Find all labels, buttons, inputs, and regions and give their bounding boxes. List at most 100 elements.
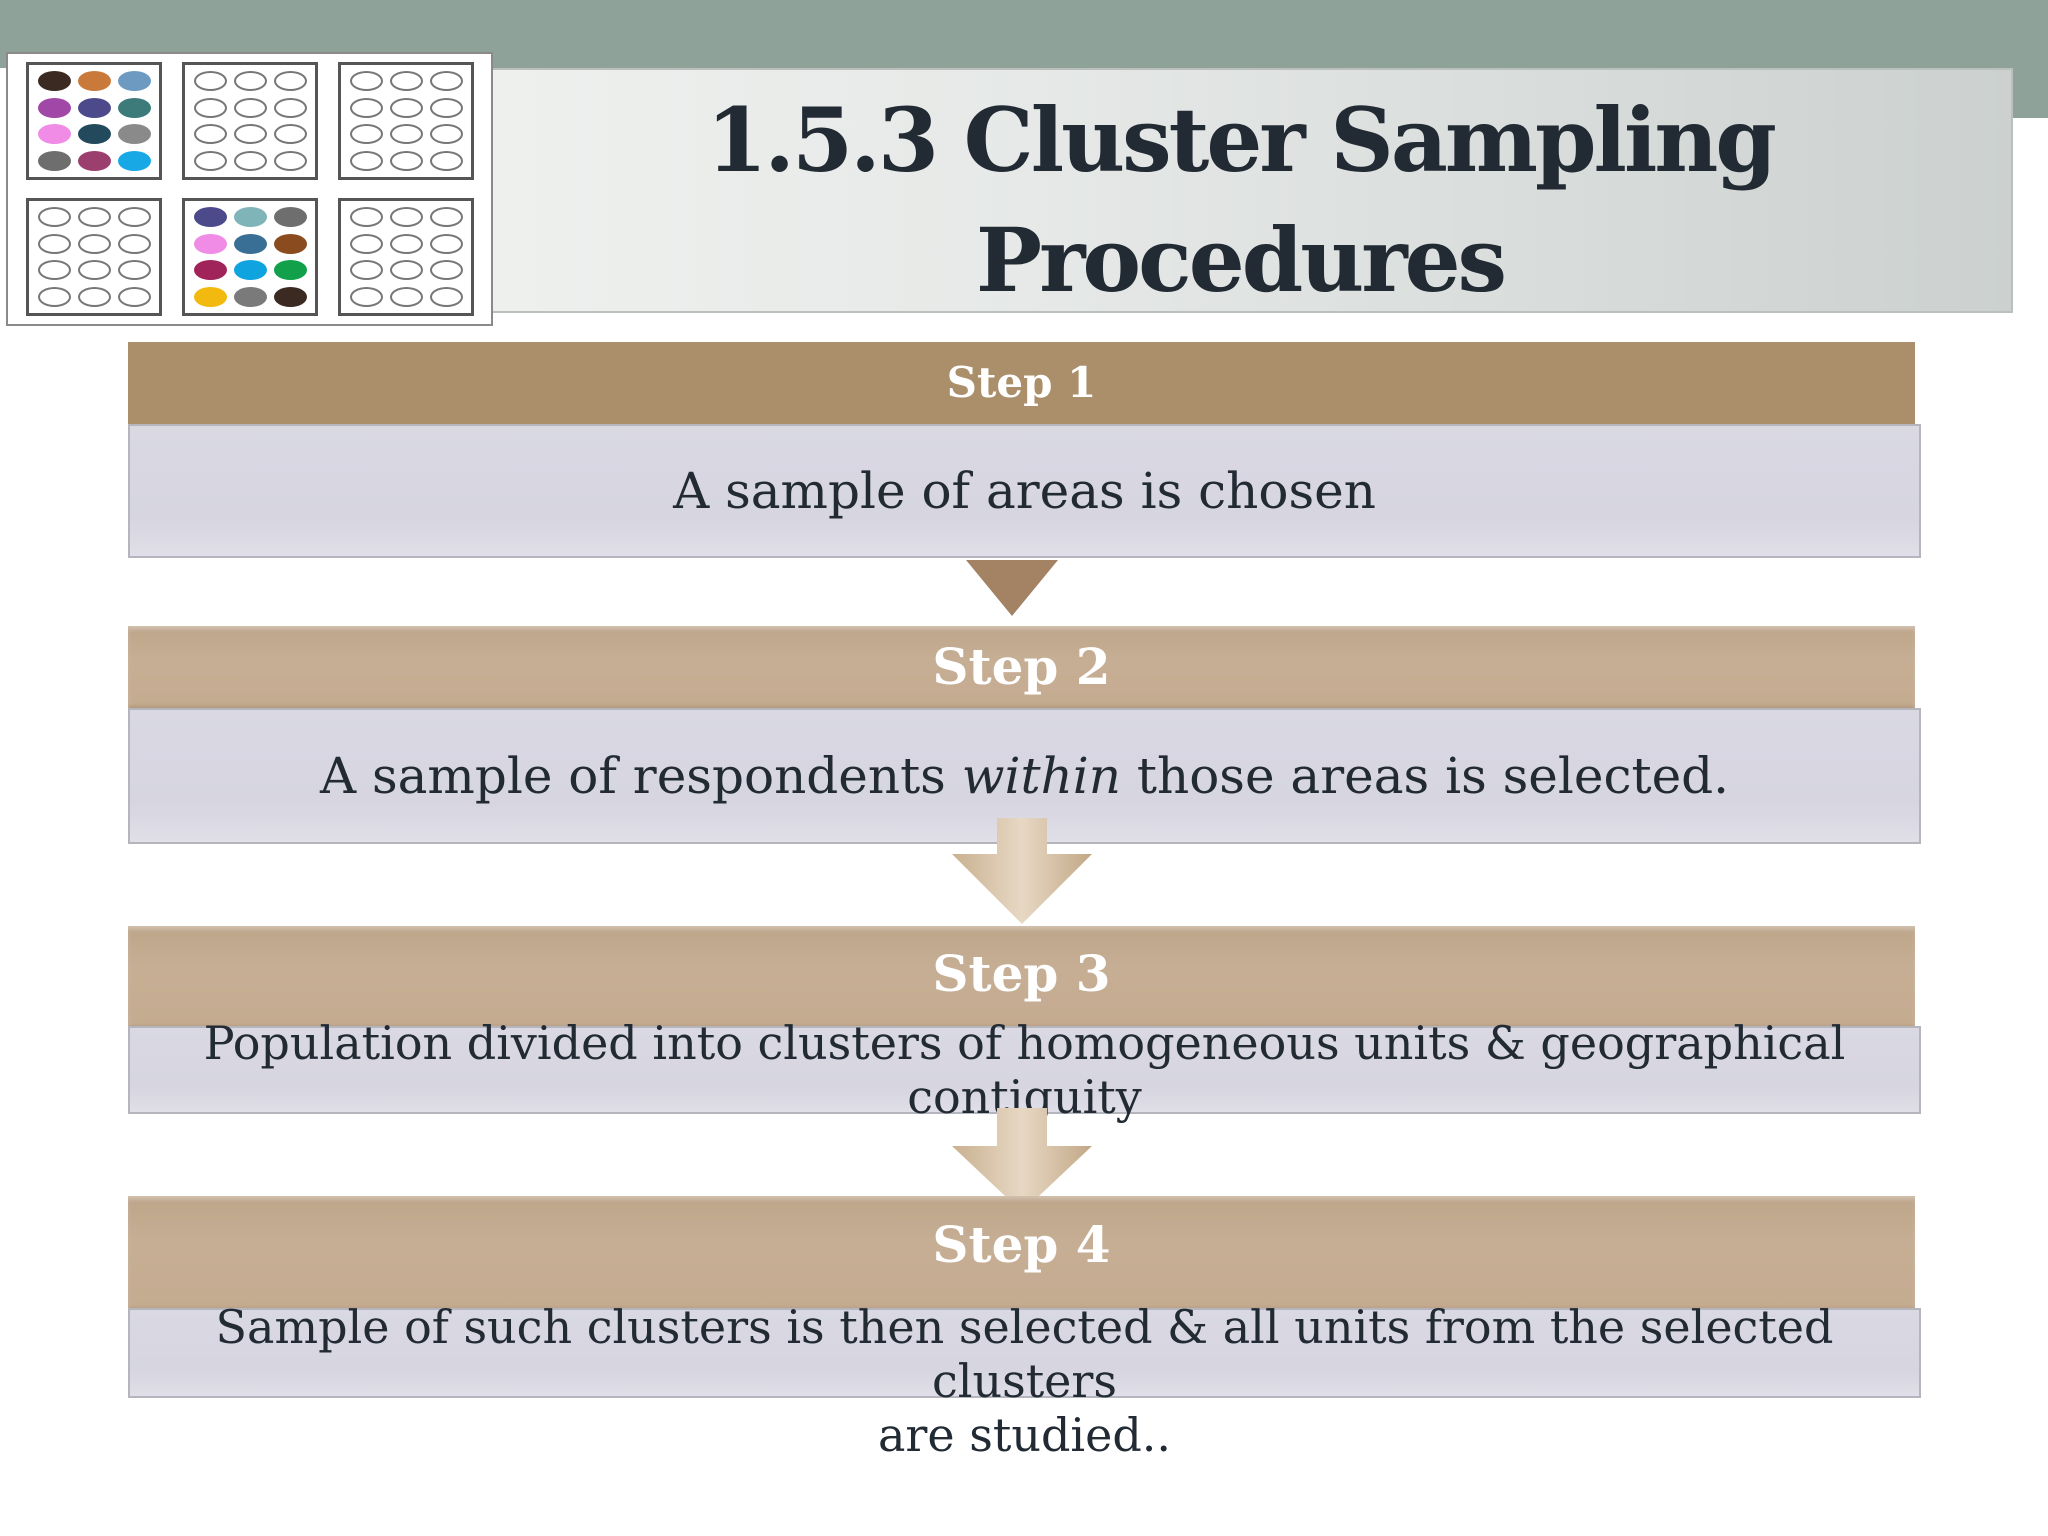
cluster-dot (193, 71, 227, 92)
down-arrow-1 (966, 560, 1058, 616)
cluster-dot (429, 150, 463, 171)
cluster-dot (37, 286, 71, 307)
cluster-dot (193, 124, 227, 145)
cluster-dot (117, 97, 151, 118)
slide-title-line-2: Procedures (975, 208, 1507, 312)
cluster-dot (193, 233, 227, 254)
step-4-text-line-2: are studied.. (877, 1408, 1172, 1462)
cluster-dot (37, 124, 71, 145)
step-3-text-line-1: Population divided into clusters of homo… (203, 1016, 1846, 1070)
cluster-dot (37, 260, 71, 281)
cluster-dot (193, 207, 227, 228)
step-2-label: Step 2 (932, 637, 1111, 696)
cluster-grid-5 (182, 198, 318, 316)
cluster-dot (77, 286, 111, 307)
cluster-dot (389, 233, 423, 254)
cluster-dot (77, 260, 111, 281)
cluster-dot (349, 97, 383, 118)
cluster-dot (233, 260, 267, 281)
cluster-dot (233, 97, 267, 118)
cluster-dot (349, 260, 383, 281)
step-4-text-line-1: Sample of such clusters is then selected… (215, 1300, 1834, 1408)
cluster-grid-2 (182, 62, 318, 180)
cluster-dot (77, 71, 111, 92)
cluster-dot (349, 150, 383, 171)
step-4-body: Sample of such clusters is then selected… (128, 1300, 1921, 1462)
cluster-dot (273, 286, 307, 307)
cluster-dot (233, 233, 267, 254)
cluster-dot (273, 207, 307, 228)
cluster-dot (273, 233, 307, 254)
slide-title: 1.5.3 Cluster Sampling Procedures (490, 80, 1990, 320)
cluster-dot (233, 124, 267, 145)
cluster-dot (273, 260, 307, 281)
cluster-dot (389, 97, 423, 118)
step-3-header: Step 3 (128, 926, 1915, 1028)
cluster-dot (429, 207, 463, 228)
cluster-dot (117, 286, 151, 307)
cluster-dot (349, 286, 383, 307)
top-accent-bar-corner (2013, 68, 2048, 118)
step-4-header: Step 4 (128, 1196, 1915, 1310)
cluster-dot (429, 124, 463, 145)
cluster-dot (117, 233, 151, 254)
cluster-dot (429, 97, 463, 118)
cluster-dot (193, 286, 227, 307)
step-1-label: Step 1 (946, 358, 1097, 407)
cluster-dot (37, 150, 71, 171)
step-1-header: Step 1 (128, 342, 1915, 424)
cluster-grid-illustration (6, 52, 493, 326)
cluster-dot (117, 150, 151, 171)
cluster-dot (233, 286, 267, 307)
cluster-dot (349, 233, 383, 254)
cluster-dot (389, 260, 423, 281)
cluster-dot (193, 97, 227, 118)
cluster-dot (117, 124, 151, 145)
step-2-text-before: A sample of respondents (319, 747, 962, 805)
step-3-label: Step 3 (932, 944, 1111, 1003)
cluster-dot (349, 207, 383, 228)
cluster-dot (233, 207, 267, 228)
cluster-dot (273, 71, 307, 92)
cluster-dot (77, 150, 111, 171)
cluster-dot (389, 71, 423, 92)
cluster-dot (77, 97, 111, 118)
cluster-dot (193, 150, 227, 171)
cluster-dot (37, 207, 71, 228)
cluster-dot (117, 71, 151, 92)
cluster-dot (77, 124, 111, 145)
slide-title-line-1: 1.5.3 Cluster Sampling (706, 88, 1777, 192)
cluster-grid-1 (26, 62, 162, 180)
step-2-text-emphasis: within (961, 747, 1121, 805)
step-1-text: A sample of areas is chosen (673, 462, 1376, 520)
cluster-dot (349, 124, 383, 145)
cluster-dot (429, 71, 463, 92)
step-2-text-after: those areas is selected. (1121, 747, 1730, 805)
cluster-dot (77, 207, 111, 228)
cluster-dot (37, 233, 71, 254)
cluster-dot (389, 150, 423, 171)
cluster-dot (349, 71, 383, 92)
cluster-dot (233, 71, 267, 92)
cluster-dot (37, 71, 71, 92)
cluster-grid-4 (26, 198, 162, 316)
cluster-dot (37, 97, 71, 118)
down-arrow-3 (952, 1108, 1092, 1212)
cluster-dot (273, 150, 307, 171)
step-4-label: Step 4 (932, 1215, 1111, 1274)
cluster-dot (273, 124, 307, 145)
cluster-dot (273, 97, 307, 118)
cluster-dot (389, 286, 423, 307)
cluster-dot (233, 150, 267, 171)
cluster-dot (77, 233, 111, 254)
cluster-dot (429, 286, 463, 307)
cluster-dot (429, 260, 463, 281)
cluster-dot (389, 207, 423, 228)
down-arrow-2 (952, 818, 1092, 924)
step-2-header: Step 2 (128, 626, 1915, 708)
cluster-dot (389, 124, 423, 145)
step-1-body: A sample of areas is chosen (128, 424, 1921, 558)
step-3-body: Population divided into clusters of homo… (128, 1016, 1921, 1124)
cluster-dot (117, 260, 151, 281)
cluster-dot (117, 207, 151, 228)
